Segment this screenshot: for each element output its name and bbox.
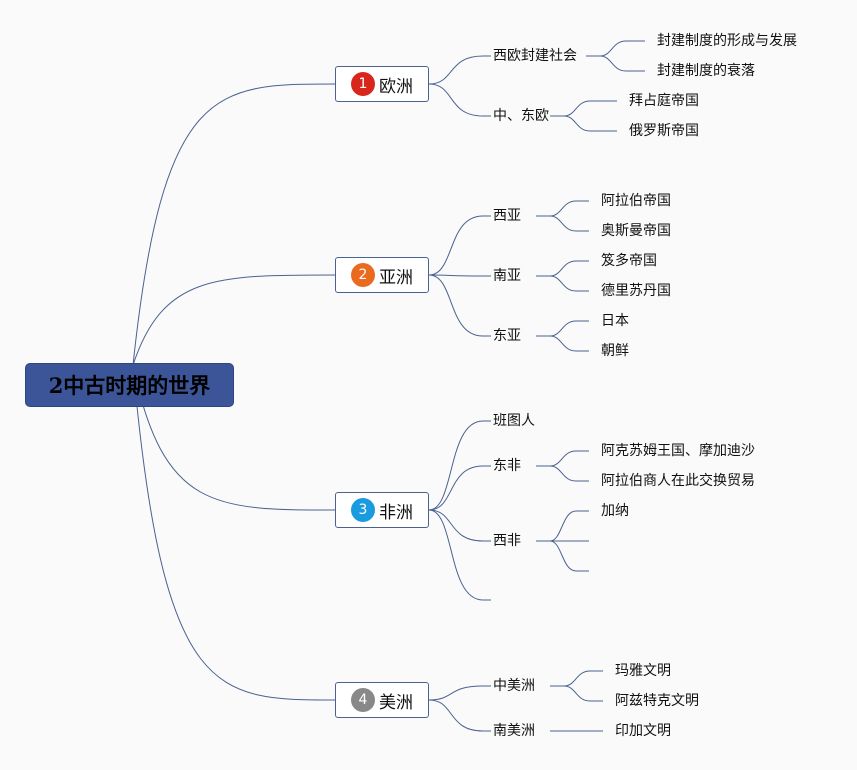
subtopic-node[interactable]: 中美洲 [493, 678, 535, 694]
connector-leaf [549, 200, 589, 217]
subtopic-node[interactable]: 南美洲 [493, 723, 535, 739]
root-title: 2中古时期的世界 [48, 373, 211, 398]
connector-root-branch [132, 364, 336, 701]
connector-leaf [549, 260, 589, 277]
branch-number-badge: 1 [351, 72, 375, 96]
connector-leaf [549, 450, 589, 467]
leaf-node[interactable]: 封建制度的形成与发展 [657, 33, 797, 49]
leaf-node[interactable]: 封建制度的衰落 [657, 63, 755, 79]
branch-label: 欧洲 [379, 76, 413, 97]
connector-branch-child [428, 509, 491, 542]
branch-label: 非洲 [379, 502, 413, 523]
connector-branch-child [428, 274, 491, 277]
leaf-node[interactable]: 拜占庭帝国 [629, 93, 699, 109]
branch-number-badge: 2 [351, 263, 375, 287]
connector-leaf [563, 670, 603, 687]
branch-label: 美洲 [379, 692, 413, 713]
leaf-node[interactable]: 朝鲜 [601, 343, 629, 359]
connector-branch-child [428, 55, 491, 85]
subtopic-node[interactable]: 西欧封建社会 [493, 48, 577, 64]
connector-leaf [563, 115, 617, 132]
leaf-node[interactable]: 阿兹特克文明 [615, 693, 699, 709]
leaf-node[interactable]: 德里苏丹国 [601, 283, 671, 299]
leaf-node[interactable]: 加纳 [601, 503, 629, 519]
connector-branch-child [428, 509, 491, 601]
branch-number-badge: 3 [351, 498, 375, 522]
connector-branch-child [428, 274, 491, 337]
connector-branch-child [428, 83, 491, 117]
root-node[interactable]: 2中古时期的世界 [25, 363, 234, 407]
leaf-node[interactable]: 俄罗斯帝国 [629, 123, 699, 139]
connector-branch-child [428, 699, 491, 732]
subtopic-node[interactable]: 南亚 [493, 268, 521, 284]
leaf-node[interactable]: 日本 [601, 313, 629, 329]
subtopic-node[interactable]: 东非 [493, 458, 521, 474]
connector-leaf [563, 100, 617, 117]
connector-branch-child [428, 420, 491, 511]
connector-leaf [549, 275, 589, 292]
leaf-node[interactable]: 奥斯曼帝国 [601, 223, 671, 239]
subtopic-node[interactable]: 西亚 [493, 208, 521, 224]
connector-leaf [599, 55, 645, 72]
subtopic-node[interactable]: 东亚 [493, 328, 521, 344]
leaf-node[interactable]: 玛雅文明 [615, 663, 671, 679]
connector-branch-child [428, 215, 491, 276]
leaf-node[interactable]: 笈多帝国 [601, 253, 657, 269]
subtopic-node[interactable]: 中、东欧 [493, 108, 549, 124]
branch-label: 亚洲 [379, 267, 413, 288]
leaf-node[interactable]: 阿拉伯商人在此交换贸易 [601, 473, 755, 489]
connector-leaf [549, 465, 589, 482]
leaf-node[interactable]: 阿拉伯帝国 [601, 193, 671, 209]
connector-leaf [549, 510, 589, 542]
connector-leaf [563, 685, 603, 702]
subtopic-node[interactable]: 班图人 [493, 413, 535, 429]
connector-branch-child [428, 685, 491, 701]
connector-branch-child [428, 465, 491, 511]
leaf-node[interactable]: 印加文明 [615, 723, 671, 739]
connector-leaf [549, 320, 589, 337]
connector-leaf [549, 215, 589, 232]
connector-root-branch [132, 364, 336, 511]
connector-leaf [549, 335, 589, 352]
connector-root-branch [132, 274, 336, 366]
connector-leaf [549, 540, 589, 572]
branch-number-badge: 4 [351, 688, 375, 712]
connector-leaf [599, 40, 645, 57]
subtopic-node[interactable]: 西非 [493, 533, 521, 549]
connector-root-branch [132, 83, 336, 366]
leaf-node[interactable]: 阿克苏姆王国、摩加迪沙 [601, 443, 755, 459]
